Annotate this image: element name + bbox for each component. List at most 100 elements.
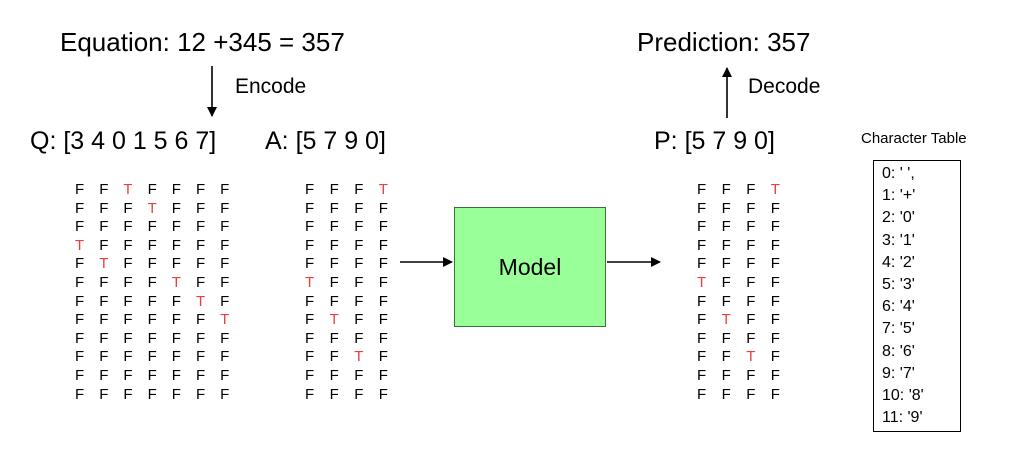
onehot-false-cell: F xyxy=(378,199,388,217)
onehot-true-cell: T xyxy=(171,273,181,291)
onehot-false-cell: F xyxy=(697,236,707,254)
onehot-false-cell: F xyxy=(147,292,157,310)
onehot-false-cell: F xyxy=(354,199,364,217)
onehot-false-cell: F xyxy=(354,366,364,384)
onehot-false-cell: F xyxy=(746,329,756,347)
onehot-false-cell: F xyxy=(220,181,230,198)
onehot-false-cell: F xyxy=(721,385,731,403)
onehot-false-cell: F xyxy=(746,218,756,236)
onehot-false-cell: F xyxy=(746,236,756,254)
char-table-entry: 5: '3' xyxy=(882,275,915,293)
onehot-false-cell: F xyxy=(147,273,157,291)
onehot-true-cell: T xyxy=(75,236,85,254)
onehot-false-cell: F xyxy=(305,385,315,403)
onehot-false-cell: F xyxy=(123,311,133,329)
onehot-false-cell: F xyxy=(697,311,707,329)
onehot-false-cell: F xyxy=(220,348,230,366)
onehot-false-cell: F xyxy=(329,366,339,384)
onehot-false-cell: F xyxy=(75,329,85,347)
onehot-true-cell: T xyxy=(305,273,315,291)
onehot-false-cell: F xyxy=(220,255,230,273)
onehot-false-cell: F xyxy=(75,218,85,236)
onehot-false-cell: F xyxy=(147,311,157,329)
onehot-false-cell: F xyxy=(171,292,181,310)
onehot-false-cell: F xyxy=(770,236,780,254)
onehot-false-cell: F xyxy=(220,329,230,347)
onehot-false-cell: F xyxy=(99,385,109,403)
onehot-false-cell: F xyxy=(305,292,315,310)
char-table-entry: 3: '1' xyxy=(882,231,915,249)
char-table-entry: 6: '4' xyxy=(882,298,915,316)
onehot-false-cell: F xyxy=(770,273,780,291)
onehot-false-cell: F xyxy=(354,218,364,236)
onehot-false-cell: F xyxy=(378,329,388,347)
onehot-false-cell: F xyxy=(329,329,339,347)
char-table-entry: 4: '2' xyxy=(882,253,915,271)
onehot-false-cell: F xyxy=(171,218,181,236)
onehot-false-cell: F xyxy=(123,199,133,217)
onehot-false-cell: F xyxy=(195,385,206,403)
onehot-false-cell: F xyxy=(220,199,230,217)
onehot-false-cell: F xyxy=(770,348,780,366)
onehot-false-cell: F xyxy=(770,311,780,329)
onehot-false-cell: F xyxy=(329,181,339,198)
onehot-false-cell: F xyxy=(99,181,109,198)
onehot-false-cell: F xyxy=(770,329,780,347)
onehot-false-cell: F xyxy=(721,218,731,236)
onehot-false-cell: F xyxy=(99,329,109,347)
onehot-false-cell: F xyxy=(195,273,206,291)
p-vector-label: P: [5 7 9 0] xyxy=(654,127,775,155)
onehot-false-cell: F xyxy=(75,273,85,291)
onehot-false-cell: F xyxy=(99,348,109,366)
q-vector-label: Q: [3 4 0 1 5 6 7] xyxy=(30,127,217,155)
onehot-false-cell: F xyxy=(697,329,707,347)
onehot-false-cell: F xyxy=(305,199,315,217)
onehot-false-cell: F xyxy=(770,199,780,217)
onehot-false-cell: F xyxy=(171,329,181,347)
onehot-false-cell: F xyxy=(99,292,109,310)
onehot-false-cell: F xyxy=(329,255,339,273)
onehot-false-cell: F xyxy=(220,292,230,310)
onehot-false-cell: F xyxy=(123,329,133,347)
char-table-title: Character Table xyxy=(861,130,967,147)
onehot-false-cell: F xyxy=(171,255,181,273)
onehot-false-cell: F xyxy=(329,218,339,236)
onehot-false-cell: F xyxy=(123,218,133,236)
onehot-false-cell: F xyxy=(697,366,707,384)
onehot-false-cell: F xyxy=(697,348,707,366)
onehot-false-cell: F xyxy=(305,236,315,254)
onehot-false-cell: F xyxy=(147,329,157,347)
onehot-false-cell: F xyxy=(75,292,85,310)
onehot-false-cell: F xyxy=(147,366,157,384)
onehot-false-cell: F xyxy=(329,199,339,217)
onehot-false-cell: F xyxy=(721,292,731,310)
onehot-true-cell: T xyxy=(123,181,133,198)
onehot-false-cell: F xyxy=(171,181,181,198)
onehot-false-cell: F xyxy=(697,255,707,273)
onehot-false-cell: F xyxy=(99,236,109,254)
onehot-false-cell: F xyxy=(378,385,388,403)
char-table-entry: 11: '9' xyxy=(882,409,923,427)
onehot-false-cell: F xyxy=(75,199,85,217)
onehot-false-cell: F xyxy=(770,292,780,310)
onehot-false-cell: F xyxy=(171,366,181,384)
onehot-false-cell: F xyxy=(147,348,157,366)
onehot-false-cell: F xyxy=(195,348,206,366)
char-table: 0: ' ',1: '+'2: '0'3: '1'4: '2'5: '3'6: … xyxy=(873,160,961,432)
a-vector-label: A: [5 7 9 0] xyxy=(265,127,386,155)
onehot-false-cell: F xyxy=(195,255,206,273)
